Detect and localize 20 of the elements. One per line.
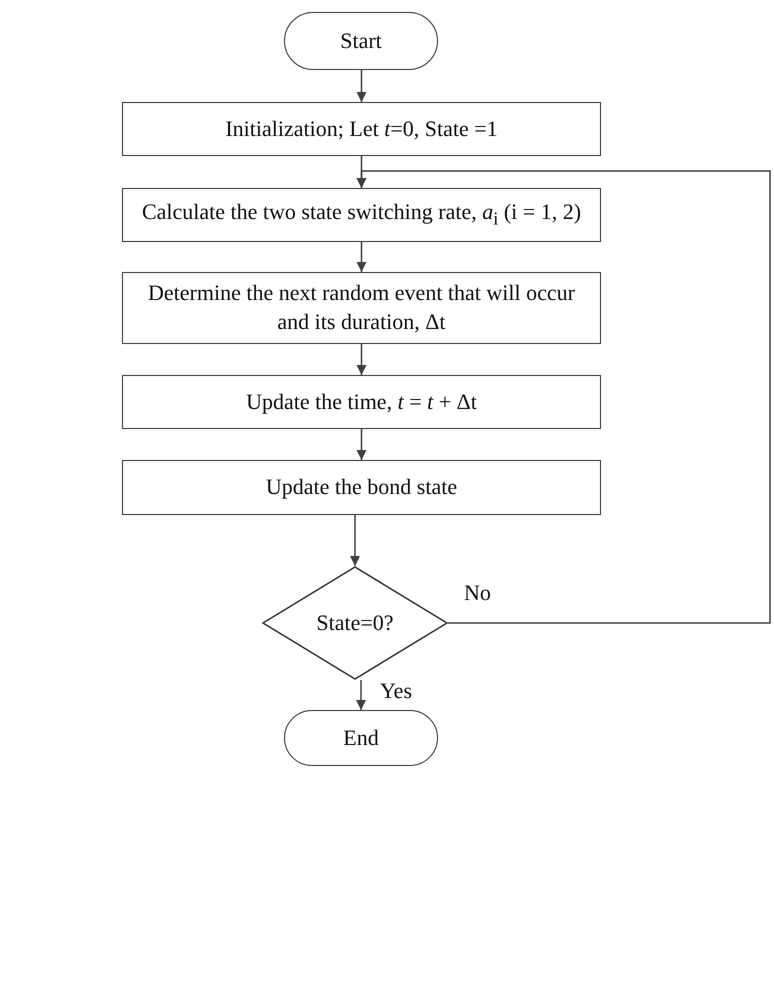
node-text: State=0?	[315, 608, 395, 637]
process-box	[122, 460, 601, 515]
node-text: Start	[339, 26, 383, 55]
node-text: Calculate the two state switching rate, a$_{i}$ (i = 1, 2)	[140, 198, 582, 231]
node-text: End	[342, 724, 380, 752]
process-box	[122, 272, 601, 344]
arrow	[356, 242, 366, 272]
arrow	[356, 680, 366, 710]
process-box	[122, 102, 601, 156]
node-text: Update the time, t = t + Δt	[245, 388, 478, 416]
arrow	[356, 70, 366, 102]
arrow	[350, 515, 360, 566]
process-box	[122, 375, 601, 429]
arrow	[356, 344, 366, 375]
arrow	[356, 170, 771, 624]
node-text: Determine the next random event that will occur and its duration, Δt	[146, 279, 576, 336]
node-text: Initialization; Let t=0, State =1	[224, 114, 499, 143]
process-box	[122, 188, 601, 242]
arrow	[356, 429, 366, 460]
node-text: Update the bond state	[264, 473, 458, 502]
